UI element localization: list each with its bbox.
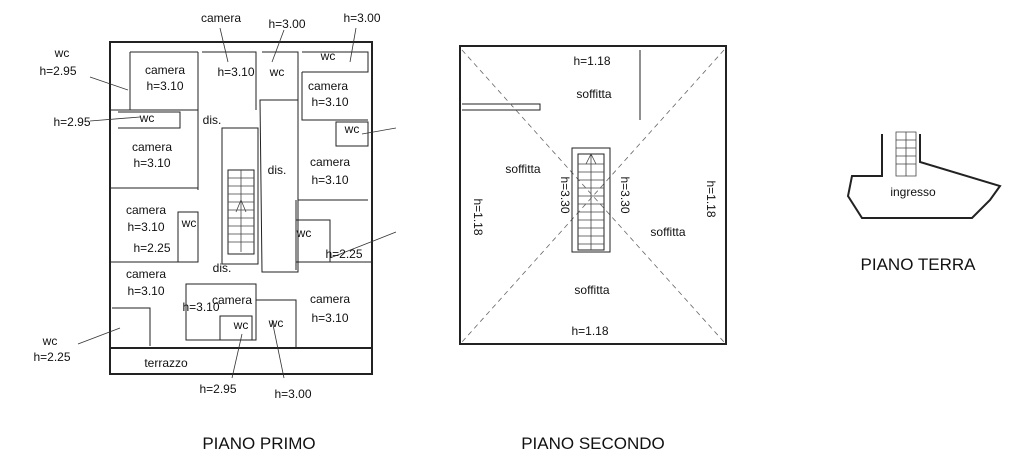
label-secondo-1: soffitta bbox=[576, 87, 611, 101]
floor-title-primo: PIANO PRIMO bbox=[202, 434, 315, 453]
piano-secondo-plan bbox=[459, 45, 727, 345]
label-secondo-4: h=3.30 bbox=[618, 176, 632, 213]
label-primo-40: h=3.00 bbox=[274, 387, 311, 401]
label-primo-8: wc bbox=[269, 65, 285, 79]
label-primo-30: camera bbox=[212, 293, 252, 307]
label-primo-16: camera bbox=[132, 140, 172, 154]
label-secondo-6: h=1.18 bbox=[471, 198, 485, 235]
label-primo-19: camera bbox=[310, 155, 350, 169]
label-secondo-7: soffitta bbox=[650, 225, 685, 239]
label-secondo-3: h=3.30 bbox=[558, 176, 572, 213]
label-primo-15: wc bbox=[344, 122, 360, 136]
label-secondo-8: soffitta bbox=[574, 283, 609, 297]
label-primo-28: camera bbox=[126, 267, 166, 281]
label-primo-34: wc bbox=[233, 318, 249, 332]
label-primo-38: terrazzo bbox=[144, 356, 188, 370]
label-primo-35: wc bbox=[268, 316, 284, 330]
label-primo-11: h=3.10 bbox=[311, 95, 348, 109]
label-secondo-5: h=1.18 bbox=[704, 180, 718, 217]
label-primo-31: h=3.10 bbox=[182, 300, 219, 314]
label-primo-23: wc bbox=[181, 216, 197, 230]
label-terra-0: ingresso bbox=[890, 185, 936, 199]
label-primo-32: camera bbox=[310, 292, 350, 306]
label-primo-0: camera bbox=[201, 11, 241, 25]
label-primo-13: wc bbox=[139, 111, 155, 125]
label-primo-18: dis. bbox=[268, 163, 287, 177]
label-primo-3: wc bbox=[54, 46, 70, 60]
floor-titles: PIANO PRIMO PIANO SECONDO PIANO TERRA bbox=[202, 255, 976, 453]
label-secondo-2: soffitta bbox=[505, 162, 540, 176]
label-primo-17: h=3.10 bbox=[133, 156, 170, 170]
label-primo-10: camera bbox=[308, 79, 348, 93]
label-primo-6: h=3.10 bbox=[146, 79, 183, 93]
label-primo-9: wc bbox=[320, 49, 336, 63]
floor-title-secondo: PIANO SECONDO bbox=[521, 434, 665, 453]
label-primo-5: camera bbox=[145, 63, 185, 77]
label-secondo-9: h=1.18 bbox=[571, 324, 608, 338]
piano-terra-plan bbox=[846, 131, 1002, 219]
label-primo-39: h=2.95 bbox=[199, 382, 236, 396]
label-primo-12: h=2.95 bbox=[53, 115, 90, 129]
label-primo-36: wc bbox=[42, 334, 58, 348]
label-primo-2: h=3.00 bbox=[343, 11, 380, 25]
label-primo-29: h=3.10 bbox=[127, 284, 164, 298]
label-primo-14: dis. bbox=[203, 113, 222, 127]
label-primo-4: h=2.95 bbox=[39, 64, 76, 78]
label-primo-21: camera bbox=[126, 203, 166, 217]
label-primo-26: h=2.25 bbox=[325, 247, 362, 261]
label-primo-24: wc bbox=[296, 226, 312, 240]
label-primo-27: dis. bbox=[213, 261, 232, 275]
label-primo-22: h=3.10 bbox=[127, 220, 164, 234]
label-primo-1: h=3.00 bbox=[268, 17, 305, 31]
label-primo-25: h=2.25 bbox=[133, 241, 170, 255]
label-primo-33: h=3.10 bbox=[311, 311, 348, 325]
floor-title-terra: PIANO TERRA bbox=[861, 255, 977, 274]
piano-primo-plan bbox=[77, 27, 397, 379]
label-primo-7: h=3.10 bbox=[217, 65, 254, 79]
label-primo-20: h=3.10 bbox=[311, 173, 348, 187]
label-secondo-0: h=1.18 bbox=[573, 54, 610, 68]
label-primo-37: h=2.25 bbox=[33, 350, 70, 364]
